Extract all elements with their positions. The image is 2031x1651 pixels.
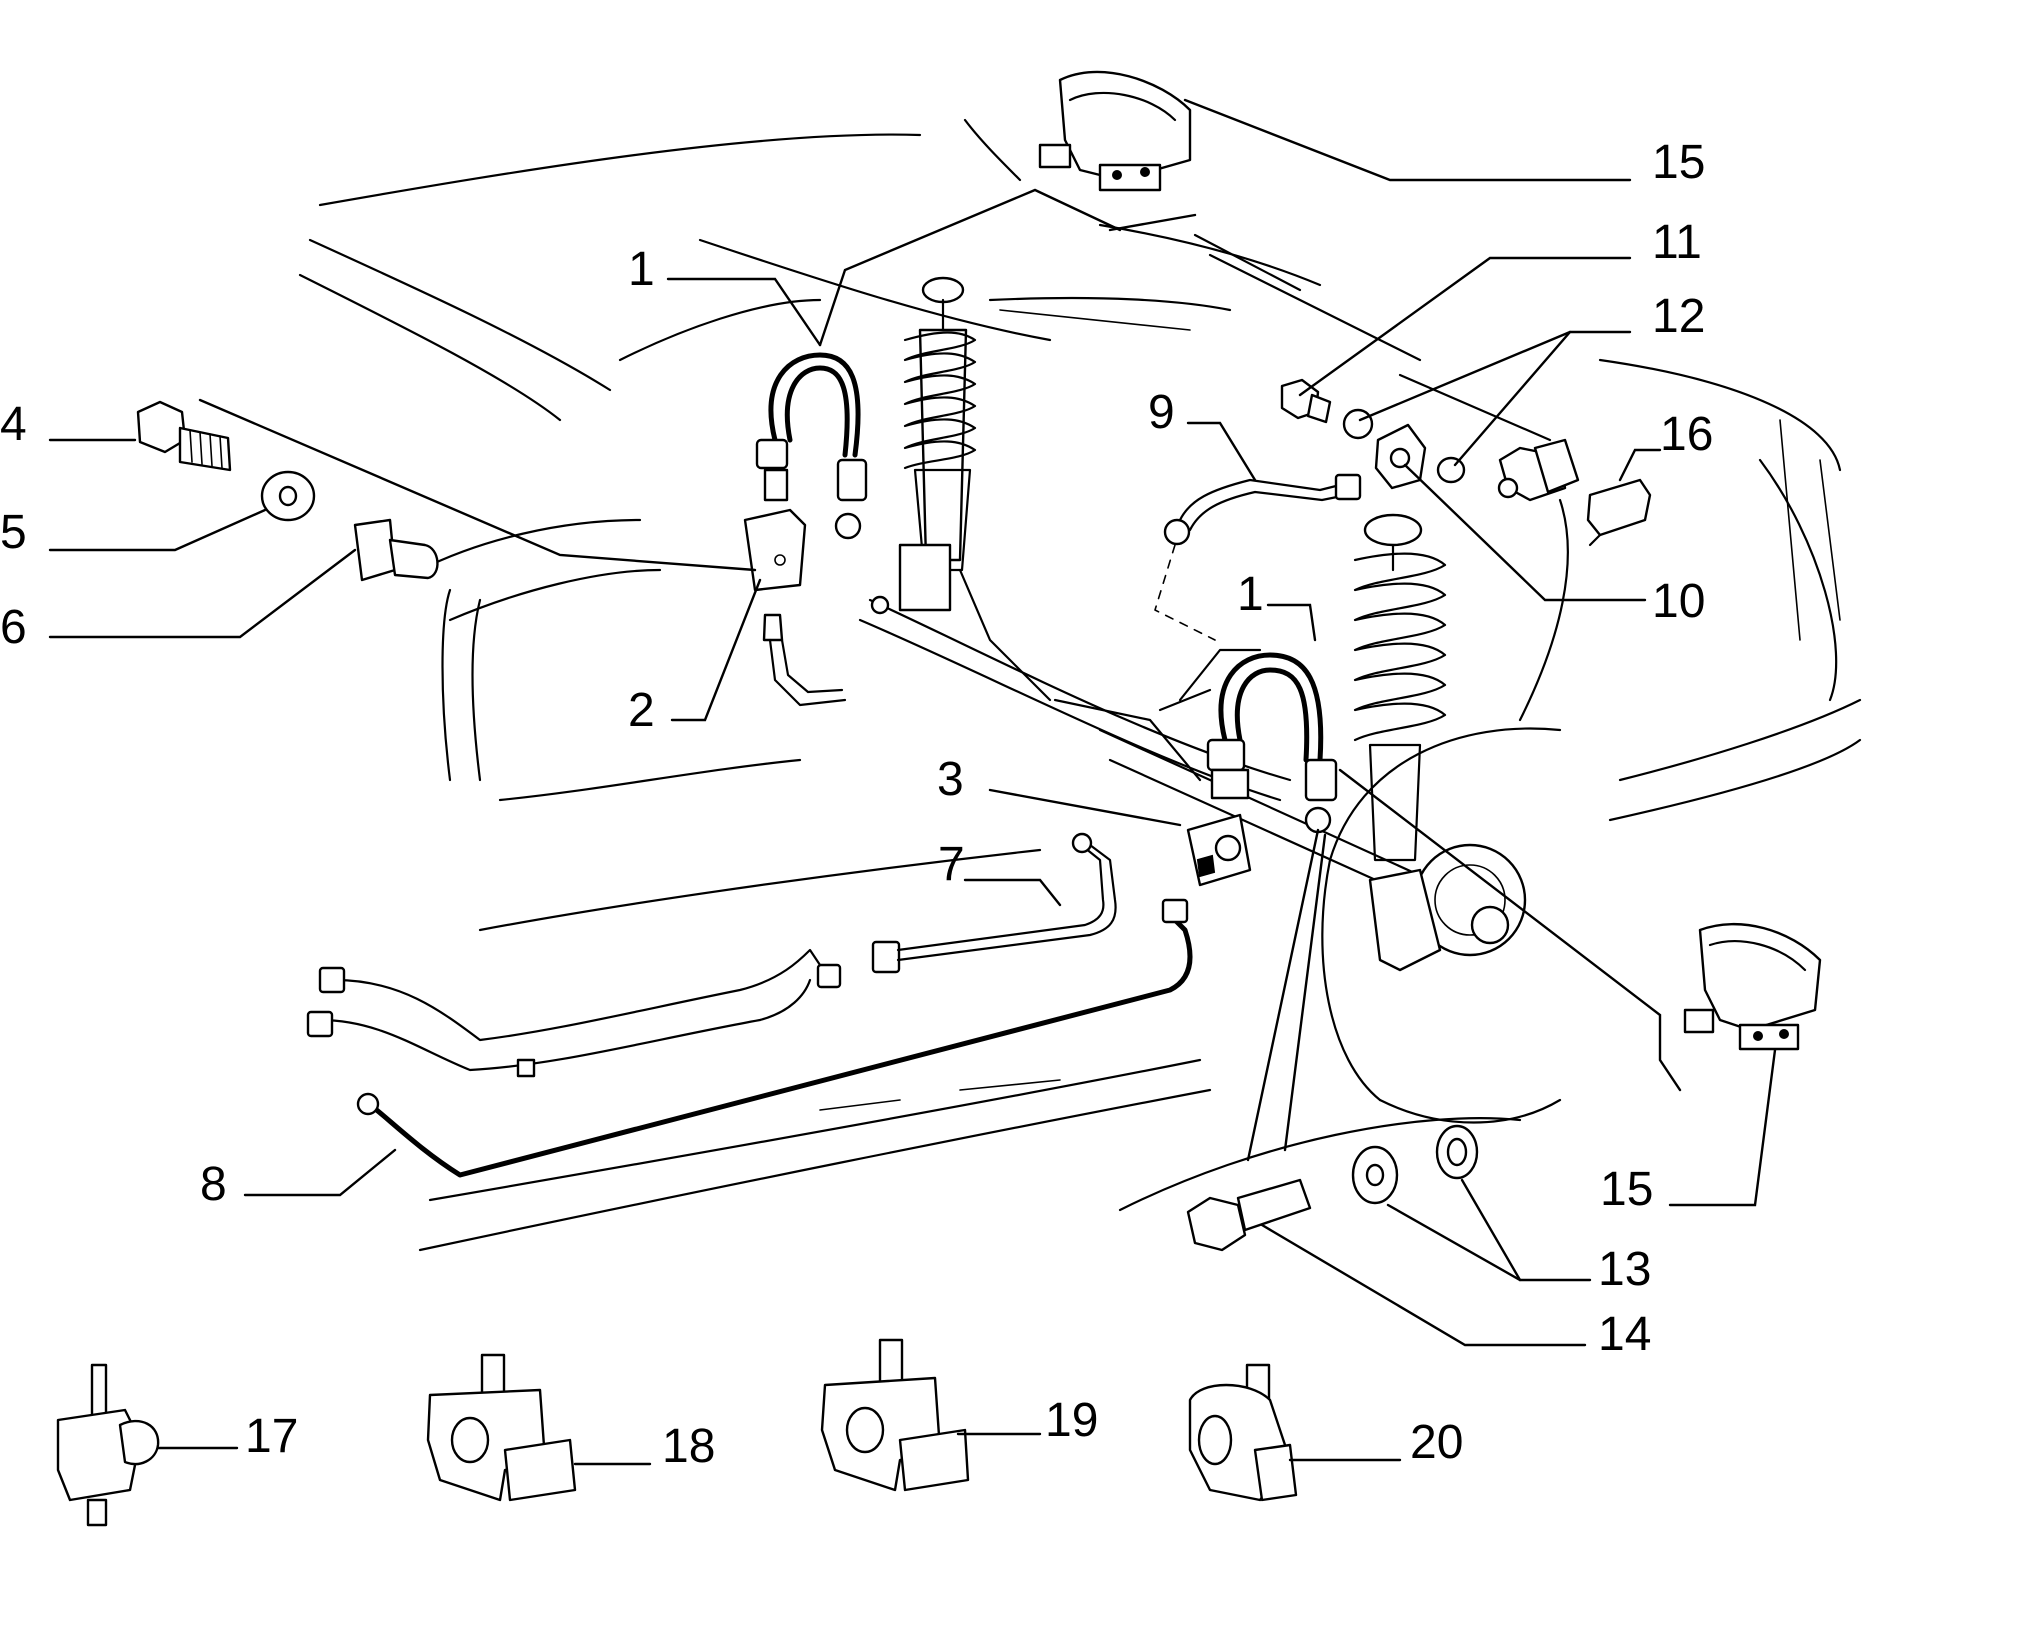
callout-13: 13: [1598, 1243, 1651, 1296]
right-strut-spring: [1353, 513, 1527, 972]
callout-9: 9: [1148, 386, 1175, 439]
callout-6: 6: [0, 601, 27, 654]
brake-hose-left: [755, 352, 868, 540]
part-14-bolt: [1186, 1178, 1312, 1252]
callout-17: 17: [245, 1410, 298, 1463]
part-4-bolt: [136, 400, 232, 472]
callout-20: 20: [1410, 1416, 1463, 1469]
part-16-bracket: [1586, 478, 1652, 547]
callout-19: 19: [1045, 1394, 1098, 1447]
callout-12: 12: [1652, 290, 1705, 343]
callout-7: 7: [938, 838, 965, 891]
callout-4: 4: [0, 398, 27, 451]
callout-15-top: 15: [1652, 136, 1705, 189]
car-body-outline: [298, 118, 1862, 1252]
callout-2: 2: [628, 684, 655, 737]
callout-18: 18: [662, 1420, 715, 1473]
part-6-grommet: [353, 518, 439, 582]
callout-labels: 1 1 2 3 4 5 6 7 8 9 10 11 12 13 14 15 15…: [0, 136, 1713, 1473]
callout-15-right: 15: [1600, 1163, 1653, 1216]
callout-11: 11: [1652, 216, 1702, 269]
part-12-washer-a: [1342, 408, 1374, 440]
callout-1-left: 1: [628, 243, 655, 296]
part-15-clip-right: [1683, 922, 1822, 1051]
part-7-pipe: [871, 832, 1117, 974]
part-20-clip: [1188, 1363, 1298, 1502]
part-5-washer: [260, 470, 316, 522]
part-12-washer-b: [1436, 456, 1466, 484]
callout-16: 16: [1660, 408, 1713, 461]
part-8-pipe: [356, 898, 1193, 1178]
left-rigid-lines: [306, 948, 842, 1078]
part-18-clip: [426, 1353, 577, 1502]
callout-3: 3: [937, 753, 964, 806]
callout-1-right: 1: [1237, 568, 1264, 621]
brake-hose-right: [1206, 652, 1338, 834]
part-13-washer-b: [1435, 1124, 1479, 1180]
part-19-clip: [820, 1338, 970, 1492]
left-strut-spring: [870, 276, 977, 615]
part-3-clip: [1186, 813, 1252, 887]
part-17-clip: [56, 1363, 160, 1527]
part-15-clip-top: [1038, 70, 1192, 192]
brake-valve: [1497, 438, 1580, 502]
callout-8: 8: [200, 1158, 227, 1211]
part-9-pipe: [1163, 473, 1362, 546]
callout-10: 10: [1652, 575, 1705, 628]
part-2-clip: [743, 508, 847, 707]
leader-lines: [48, 98, 1777, 1466]
part-13-washer-a: [1351, 1145, 1399, 1205]
part-11-bolt: [1280, 378, 1332, 424]
callout-5: 5: [0, 506, 27, 559]
callout-14: 14: [1598, 1308, 1651, 1361]
